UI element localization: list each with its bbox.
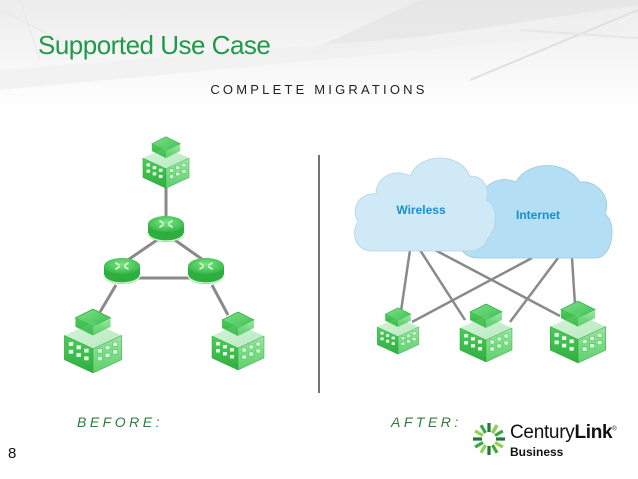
site-small-building-icon — [376, 307, 420, 355]
page-number: 8 — [8, 445, 17, 462]
logo-name-regular: Century — [510, 422, 575, 443]
link-wireless-site-large — [434, 248, 561, 318]
logo-wordmark: CenturyLink® — [510, 422, 617, 444]
link-internet-site-small — [411, 256, 533, 324]
before-links — [98, 185, 230, 316]
building-right-icon — [211, 311, 265, 371]
logo-subtitle: Business — [510, 445, 564, 459]
centurylink-burst-icon — [473, 423, 505, 455]
before-label: BEFORE: — [77, 414, 163, 430]
link-internet-site-large — [570, 257, 577, 306]
router-top-icon — [147, 215, 185, 243]
link-router-right-building — [210, 284, 230, 316]
cloud-wireless-label: Wireless — [396, 203, 446, 217]
after-links — [398, 248, 577, 324]
slide-title: Supported Use Case — [38, 30, 271, 60]
router-left-icon — [103, 257, 141, 285]
cloud-wireless: Wireless — [354, 157, 496, 252]
link-router-top-right — [171, 236, 207, 264]
link-internet-site-tall — [509, 257, 559, 323]
cloud-internet: Internet — [457, 165, 613, 259]
site-large-building-icon — [549, 300, 607, 364]
logo-name-bold: Link — [574, 422, 613, 443]
link-wireless-site-small — [398, 249, 412, 319]
building-left-icon — [63, 308, 123, 374]
site-tall-building-icon — [459, 303, 513, 363]
hq-building-icon — [142, 136, 190, 189]
slide-subtitle: COMPLETE MIGRATIONS — [210, 82, 428, 97]
link-router-left-building — [98, 284, 118, 313]
centurylink-logo: CenturyLink® Business — [472, 418, 632, 464]
logo-registered-mark: ® — [612, 426, 617, 433]
link-wireless-site-tall — [418, 249, 467, 321]
cloud-internet-label: Internet — [516, 208, 560, 222]
router-right-icon — [187, 257, 225, 285]
after-label: AFTER: — [391, 414, 462, 430]
